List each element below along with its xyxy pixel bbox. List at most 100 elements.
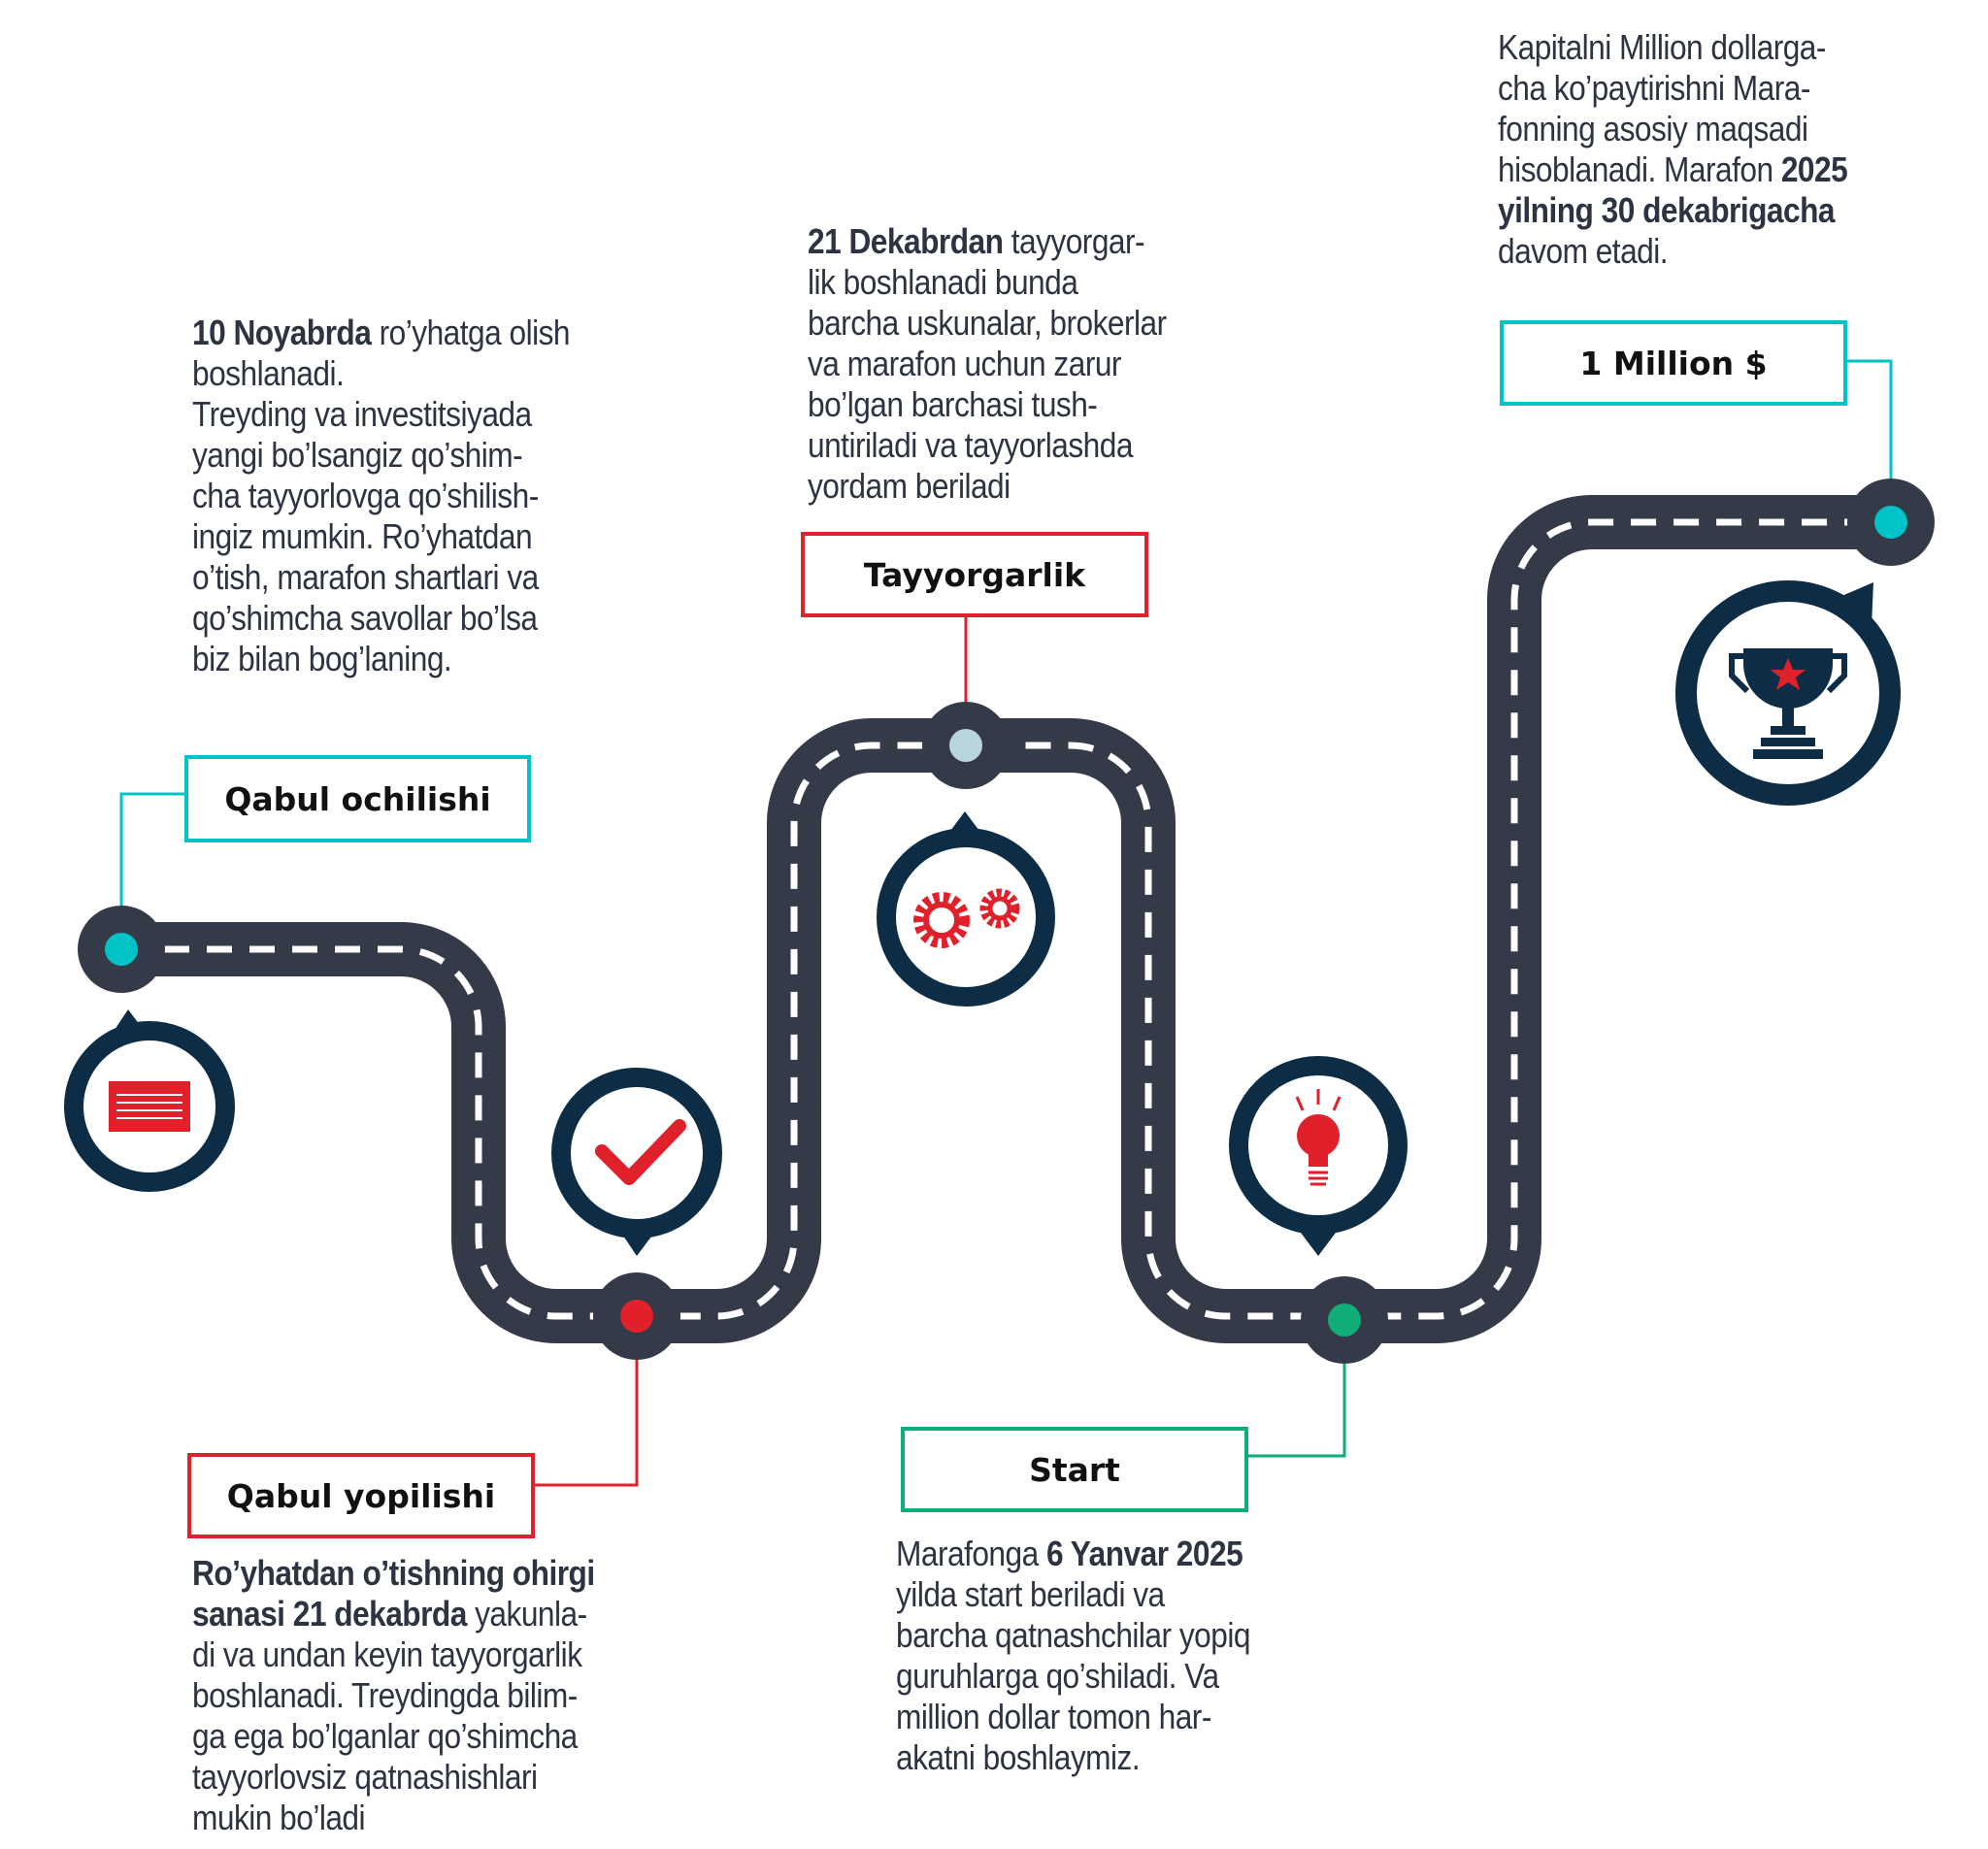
description-text: lik boshlanadi bunda — [808, 262, 1078, 302]
description-line: yilning 30 dekabrigacha — [1498, 190, 1847, 231]
pin-qabul-yopilishi — [551, 1068, 722, 1256]
pin-million — [1675, 580, 1901, 806]
description-line: yilda start beriladi va — [896, 1574, 1250, 1615]
description-text: akatni boshlaymiz. — [896, 1737, 1141, 1777]
description-text: untiriladi va tayyorlashda — [808, 425, 1133, 465]
description-million: Kapitalni Million dollarga-cha ko’paytir… — [1498, 27, 1848, 272]
description-line: boshlanadi. — [192, 353, 570, 394]
description-bold-text: sanasi 21 dekabrda — [192, 1594, 467, 1634]
milestone-dot-start — [1301, 1276, 1388, 1364]
description-text: boshlanadi. — [192, 353, 345, 393]
pin-qabul-ochilishi — [64, 1009, 235, 1192]
description-text: mukin bo’ladi — [192, 1798, 366, 1837]
description-line: Treyding va investitsiyada — [192, 394, 570, 435]
description-line: untiriladi va tayyorlashda — [808, 425, 1167, 466]
description-text: barcha uskunalar, brokerlar — [808, 303, 1167, 343]
description-line: va marafon uchun zarur — [808, 344, 1167, 384]
description-text: ingiz mumkin. Ro’yhatdan — [192, 516, 533, 556]
description-line: ga ega bo’lganlar qo’shimcha — [192, 1716, 595, 1757]
lightbulb-icon — [1295, 1089, 1342, 1186]
description-line: yordam beriladi — [808, 466, 1167, 507]
description-line: Kapitalni Million dollarga- — [1498, 27, 1847, 68]
label-qabul-ochilishi: Qabul ochilishi — [184, 755, 531, 842]
description-line: biz bilan bog’laning. — [192, 639, 570, 679]
description-line: sanasi 21 dekabrda yakunla- — [192, 1594, 595, 1634]
description-line: million dollar tomon har- — [896, 1697, 1250, 1737]
trophy-icon — [1729, 648, 1847, 759]
pin-tayyorgarlik — [877, 811, 1055, 1007]
description-text: boshlanadi. Treydingda bilim- — [192, 1675, 578, 1715]
description-text: ro’yhatga olish — [371, 313, 571, 352]
description-bold-text: 10 Noyabrda — [192, 313, 372, 352]
description-text: bo’lgan barchasi tush- — [808, 384, 1098, 424]
description-text: biz bilan bog’laning. — [192, 639, 452, 678]
description-line: di va undan keyin tayyorgarlik — [192, 1634, 595, 1675]
description-line: mukin bo’ladi — [192, 1798, 595, 1838]
milestone-dot-tayyorgarlik — [922, 702, 1010, 789]
label-million: 1 Million $ — [1500, 320, 1847, 406]
description-text: yordam beriladi — [808, 466, 1011, 506]
description-text: cha tayyorlovga qo’shilish- — [192, 476, 539, 515]
description-text: yilda start beriladi va — [896, 1574, 1165, 1614]
description-line: ingiz mumkin. Ro’yhatdan — [192, 516, 570, 557]
description-text: davom etadi. — [1498, 231, 1669, 271]
description-tayyorgarlik: 21 Dekabrdan tayyorgar-lik boshlanadi bu… — [808, 221, 1167, 507]
description-text: guruhlarga qo’shiladi. Va — [896, 1656, 1219, 1696]
description-bold-text: Ro’yhatdan o’tishning ohirgi — [192, 1553, 595, 1593]
description-line: akatni boshlaymiz. — [896, 1737, 1250, 1778]
description-bold-text: 2025 — [1780, 149, 1848, 189]
description-bold-text: 21 Dekabrdan — [808, 221, 1004, 261]
description-text: tayyorgar- — [1003, 221, 1145, 261]
description-line: barcha qatnashchilar yopiq — [896, 1615, 1250, 1656]
gears-icon — [913, 888, 1020, 948]
description-text: yakunla- — [466, 1594, 587, 1634]
pin-start — [1229, 1056, 1408, 1256]
description-text: di va undan keyin tayyorgarlik — [192, 1634, 582, 1674]
description-line: Ro’yhatdan o’tishning ohirgi — [192, 1553, 595, 1594]
milestone-dot-qabul-yopilishi — [593, 1272, 680, 1360]
road-dashes — [121, 518, 1891, 1320]
description-text: hisoblanadi. Marafon — [1498, 149, 1781, 189]
connector-qabul-yopilishi — [534, 1325, 639, 1487]
description-line: guruhlarga qo’shiladi. Va — [896, 1656, 1250, 1697]
label-start: Start — [901, 1427, 1248, 1512]
description-text: tayyorlovsiz qatnashishlari — [192, 1757, 538, 1797]
connector-million — [1835, 359, 1893, 522]
milestone-dot-qabul-ochilishi — [78, 906, 165, 993]
description-text: ga ega bo’lganlar qo’shimcha — [192, 1716, 578, 1756]
description-text: Kapitalni Million dollarga- — [1498, 27, 1826, 67]
description-line: Marafonga 6 Yanvar 2025 — [896, 1534, 1250, 1574]
description-line: hisoblanadi. Marafon 2025 — [1498, 149, 1848, 190]
description-line: cha ko’paytirishni Mara- — [1498, 68, 1847, 109]
description-text: o’tish, marafon shartlari va — [192, 557, 539, 597]
description-line: davom etadi. — [1498, 231, 1847, 272]
description-bold-text: 6 Yanvar 2025 — [1045, 1534, 1243, 1573]
checkmark-icon — [595, 1119, 686, 1185]
description-text: va marafon uchun zarur — [808, 344, 1121, 383]
description-text: million dollar tomon har- — [896, 1697, 1211, 1736]
description-line: cha tayyorlovga qo’shilish- — [192, 476, 570, 516]
description-line: qo’shimcha savollar bo’lsa — [192, 598, 570, 639]
connector-qabul-ochilishi — [119, 792, 184, 946]
milestone-dot-million — [1847, 479, 1935, 566]
description-text: qo’shimcha savollar bo’lsa — [192, 598, 538, 638]
description-line: yangi bo’lsangiz qo’shim- — [192, 435, 570, 476]
description-line: lik boshlanadi bunda — [808, 262, 1167, 303]
label-tayyorgarlik: Tayyorgarlik — [801, 532, 1148, 617]
label-qabul-yopilishi: Qabul yopilishi — [187, 1453, 535, 1538]
description-text: Marafonga — [896, 1534, 1046, 1573]
description-text: yangi bo’lsangiz qo’shim- — [192, 435, 523, 475]
description-line: tayyorlovsiz qatnashishlari — [192, 1757, 595, 1798]
description-line: barcha uskunalar, brokerlar — [808, 303, 1167, 344]
description-text: Treyding va investitsiyada — [192, 394, 532, 434]
description-line: fonning asosiy maqsadi — [1498, 109, 1847, 149]
description-line: bo’lgan barchasi tush- — [808, 384, 1167, 425]
description-text: fonning asosiy maqsadi — [1498, 109, 1808, 149]
description-text: cha ko’paytirishni Mara- — [1498, 68, 1810, 108]
description-line: o’tish, marafon shartlari va — [192, 557, 570, 598]
description-line: 10 Noyabrda ro’yhatga olish — [192, 313, 571, 353]
